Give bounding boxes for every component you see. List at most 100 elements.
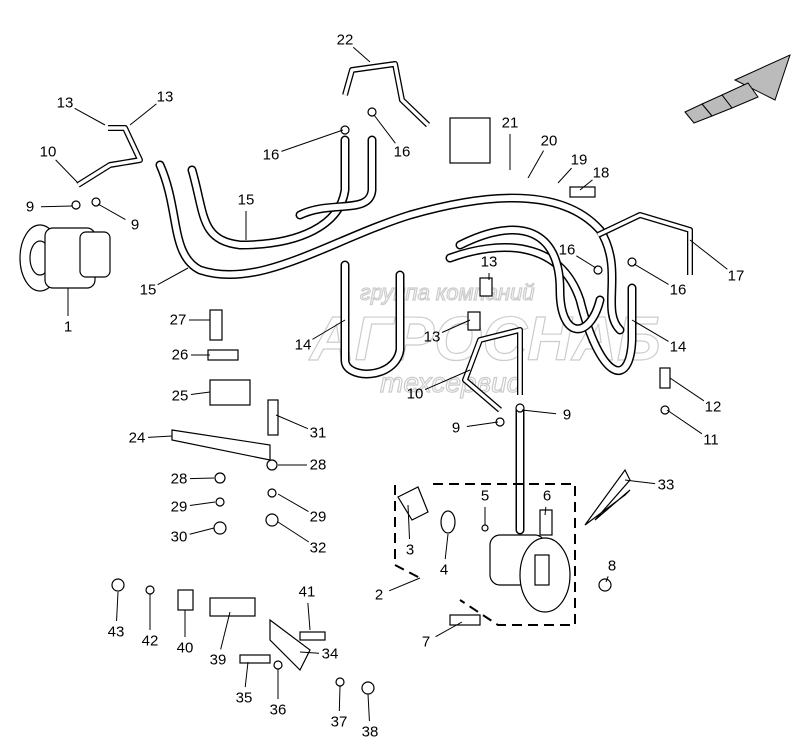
callout-16: 16: [559, 242, 576, 259]
leader-line-32: [277, 521, 310, 543]
callout-28: 28: [171, 471, 188, 488]
callout-37: 37: [331, 714, 348, 731]
callout-12: 12: [705, 399, 722, 416]
callout-15: 15: [238, 192, 255, 209]
callout-30: 30: [171, 529, 188, 546]
leader-line-10: [55, 159, 79, 184]
callout-18: 18: [593, 165, 610, 182]
leader-line-29: [189, 501, 216, 506]
callout-5: 5: [481, 488, 489, 505]
callout-10: 10: [407, 386, 424, 403]
hoses: [155, 135, 637, 535]
callout-6: 6: [543, 488, 551, 505]
leader-line-9: [521, 409, 557, 415]
callout-13: 13: [157, 89, 174, 106]
leader-line-18: [579, 179, 593, 191]
leader-line-14: [631, 319, 669, 342]
kit-outline: [433, 483, 576, 626]
callout-21: 21: [502, 115, 519, 132]
leader-line-20: [527, 150, 545, 179]
callout-19: 19: [571, 152, 588, 169]
callout-34: 34: [322, 646, 339, 663]
leader-line-7: [435, 621, 463, 638]
leader-line-33: [624, 479, 656, 485]
leader-line-39: [220, 611, 231, 650]
leader-line-17: [689, 239, 728, 270]
callout-28: 28: [310, 457, 327, 474]
callout-42: 42: [142, 633, 159, 650]
leader-line-41: [307, 602, 311, 631]
leader-line-15: [157, 267, 189, 286]
callout-9: 9: [563, 407, 571, 424]
callout-13: 13: [57, 95, 74, 112]
callout-32: 32: [310, 540, 327, 557]
leader-line-38: [367, 693, 370, 722]
leader-line-16: [281, 129, 344, 152]
callout-29: 29: [171, 499, 188, 516]
leader-line-43: [116, 591, 119, 622]
callout-15: 15: [140, 282, 157, 299]
leader-line-25: [190, 391, 211, 396]
leader-line-16: [373, 114, 396, 144]
callout-4: 4: [440, 562, 448, 579]
leader-lines: [40, 46, 728, 722]
leader-line-13: [74, 107, 106, 126]
callout-9: 9: [131, 217, 139, 234]
hydraulic-motor-right: [397, 468, 631, 613]
brackets: [171, 309, 553, 672]
callout-40: 40: [177, 640, 194, 657]
leader-line-9: [40, 205, 73, 208]
leader-line-16: [576, 255, 597, 269]
callout-31: 31: [310, 425, 327, 442]
callout-8: 8: [608, 558, 616, 575]
leader-line-13: [129, 103, 157, 126]
callout-38: 38: [362, 724, 379, 741]
callout-22: 22: [337, 32, 354, 49]
kit-outline-left: [394, 485, 421, 579]
callout-24: 24: [129, 430, 146, 447]
callout-1: 1: [64, 319, 72, 336]
callout-3: 3: [406, 542, 414, 559]
callout-36: 36: [270, 702, 287, 719]
callout-27: 27: [170, 312, 187, 329]
leader-line-37: [338, 685, 341, 712]
callout-17: 17: [728, 268, 745, 285]
leader-line-22: [352, 46, 371, 63]
leader-line-34: [299, 651, 320, 654]
leader-line-31: [275, 414, 309, 430]
callout-9: 9: [452, 420, 460, 437]
callout-43: 43: [108, 624, 125, 641]
callout-14: 14: [295, 337, 312, 354]
callout-26: 26: [172, 347, 189, 364]
leader-line-24: [147, 435, 173, 438]
leader-line-30: [189, 527, 215, 535]
callout-13: 13: [481, 254, 498, 271]
callout-11: 11: [703, 432, 719, 449]
leader-line-19: [557, 167, 572, 184]
leader-line-12: [669, 377, 705, 402]
watermark-line3: техсервис: [380, 367, 521, 398]
forward-arrow-icon: [684, 54, 791, 124]
leader-line-8: [605, 576, 609, 583]
leader-line-35: [244, 661, 249, 688]
callout-14: 14: [670, 339, 687, 356]
callout-25: 25: [172, 388, 189, 405]
watermark-line1: группа компаний: [360, 280, 535, 305]
leader-line-9: [97, 203, 126, 221]
callout-41: 41: [299, 584, 316, 601]
leader-line-6: [544, 506, 547, 516]
callout-29: 29: [310, 509, 327, 526]
leader-line-11: [666, 409, 703, 435]
leader-line-13: [441, 319, 471, 333]
callout-39: 39: [210, 652, 227, 669]
callout-7: 7: [422, 634, 430, 651]
callout-35: 35: [236, 690, 253, 707]
leader-line-14: [312, 319, 346, 340]
callout-16: 16: [670, 282, 687, 299]
leader-line-4: [444, 533, 449, 560]
hydraulic-motor-left: [19, 224, 111, 292]
callout-10: 10: [40, 144, 57, 161]
leader-line-3: [407, 504, 411, 540]
callout-13: 13: [424, 329, 441, 346]
